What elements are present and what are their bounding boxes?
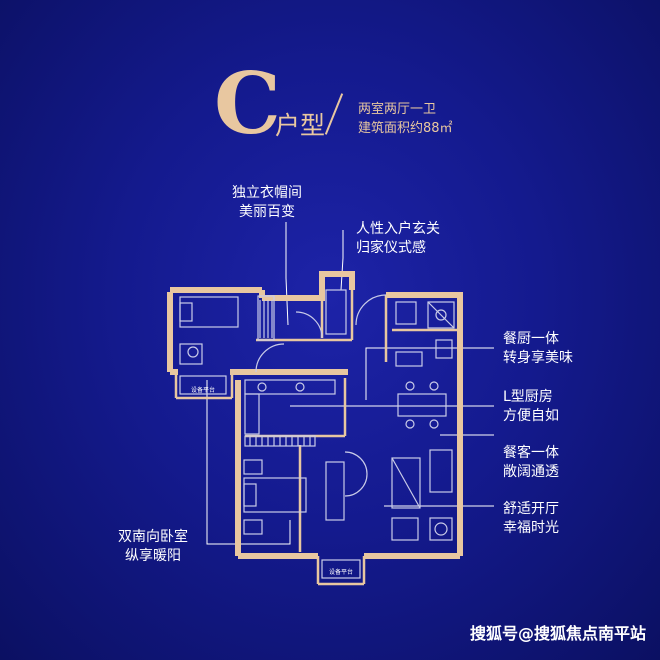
balcony-left-label: 设备平台 xyxy=(191,386,215,394)
unit-type-label: 户型 xyxy=(275,111,326,140)
unit-area: 建筑面积约88㎡ xyxy=(358,121,453,136)
annotation-cloakroom: 独立衣帽间 美丽百变 xyxy=(232,185,302,220)
balcony-bottom-label: 设备平台 xyxy=(329,568,353,576)
walls xyxy=(167,271,463,559)
unit-rooms: 两室两厅一卫 xyxy=(358,102,437,117)
unit-letter: C xyxy=(214,54,281,153)
annotation-bedrooms: 双南向卧室 纵享暖阳 xyxy=(118,529,188,564)
watermark: 搜狐号@搜狐焦点南平站 xyxy=(469,624,646,643)
annotation-living: 舒适开厅 幸福时光 xyxy=(503,501,559,536)
annotation-kitchen-dining: 餐厨一体 转身享美味 xyxy=(503,331,573,366)
annotation-entrance: 人性入户玄关 归家仪式感 xyxy=(356,221,440,256)
fixtures xyxy=(179,289,455,579)
annotation-l-kitchen: L型厨房 方便自如 xyxy=(503,389,559,424)
annotation-living-dining: 餐客一体 敞阔通透 xyxy=(503,445,559,480)
